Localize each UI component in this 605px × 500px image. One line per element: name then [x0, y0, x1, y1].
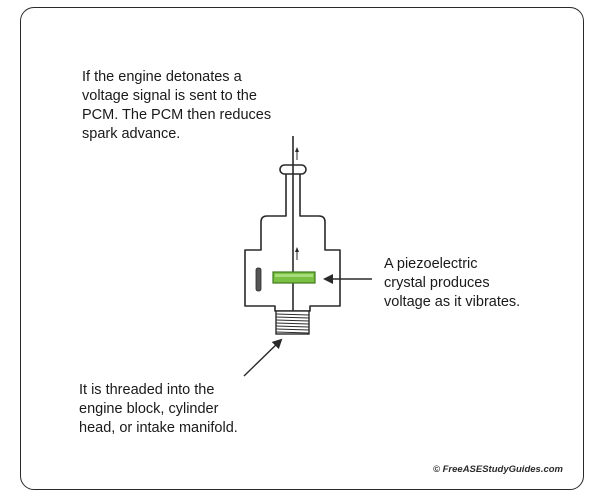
thread-pointer-arrow [243, 338, 283, 377]
signal-up-arrow-bottom [295, 247, 299, 260]
crystal-highlight [275, 274, 313, 277]
text-line: crystal produces [384, 275, 490, 291]
text-line: voltage signal is sent to the [82, 88, 257, 104]
text-line: It is threaded into the [79, 382, 215, 398]
text-line: engine block, cylinder [79, 401, 219, 417]
piezoelectric-crystal-text: A piezoelectric crystal produces voltage… [384, 255, 520, 312]
detonation-signal-text: If the engine detonates a voltage signal… [82, 68, 271, 144]
diagram-frame [20, 7, 584, 490]
contact-plate [255, 267, 262, 292]
text-line: PCM. The PCM then reduces [82, 107, 272, 123]
piezoelectric-crystal [272, 271, 316, 284]
signal-up-arrow-top [295, 147, 299, 160]
copyright-credit: © FreeASEStudyGuides.com [432, 464, 563, 475]
text-line: voltage as it vibrates. [384, 294, 521, 310]
threaded-mount-text: It is threaded into the engine block, cy… [79, 381, 238, 438]
text-line: A piezoelectric [384, 256, 478, 272]
text-line: head, or intake manifold. [79, 420, 238, 436]
threaded-base [275, 310, 310, 335]
text-line: If the engine detonates a [82, 69, 242, 85]
text-line: spark advance. [82, 126, 181, 142]
